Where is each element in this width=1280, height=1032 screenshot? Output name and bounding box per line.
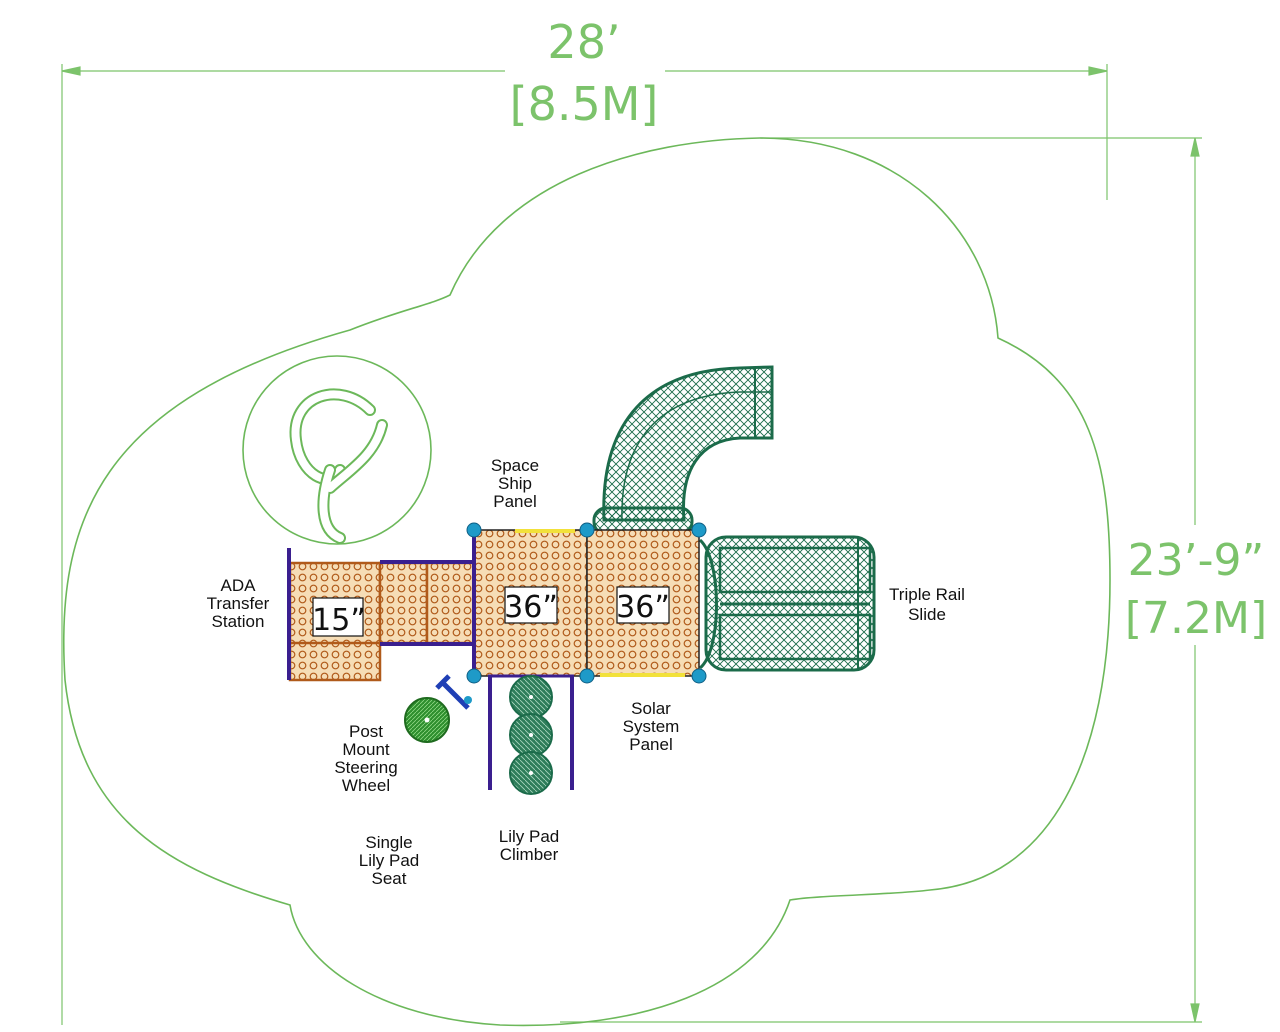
label-line: Wheel	[342, 776, 390, 795]
label-line: Lily Pad	[359, 851, 419, 870]
deck2-height-label: 36”	[616, 590, 670, 625]
label-line: Space	[491, 456, 539, 475]
brand-logo-icon	[242, 355, 432, 545]
label-line: Transfer	[207, 594, 270, 613]
label-line: Seat	[372, 869, 407, 888]
label-line: Mount	[342, 740, 390, 759]
label-line: Slide	[908, 605, 946, 624]
label-line: Single	[365, 833, 412, 852]
width-dimension-label-bg	[505, 20, 665, 130]
label-line: Ship	[498, 474, 532, 493]
label-triple-rail-slide: Triple Rail Slide	[889, 585, 965, 624]
transfer-height-label: 15”	[312, 603, 366, 638]
depth-dimension-label-bg	[1120, 525, 1275, 645]
label-line: Station	[212, 612, 265, 631]
label-space-ship-panel: Space Ship Panel	[491, 456, 539, 511]
label-line: Lily Pad	[499, 827, 559, 846]
label-single-lily-pad-seat: Single Lily Pad Seat	[359, 833, 419, 888]
label-line: System	[623, 717, 680, 736]
label-line: Steering	[334, 758, 397, 777]
label-line: Panel	[493, 492, 536, 511]
label-line: Panel	[629, 735, 672, 754]
deck1-height-label: 36”	[504, 590, 558, 625]
safety-zone-boundary	[62, 137, 1111, 1027]
label-solar-system-panel: Solar System Panel	[623, 699, 680, 754]
width-ft-label: 28’	[547, 15, 620, 69]
triple-rail-slide	[698, 535, 876, 672]
lily-pad-climber	[488, 674, 574, 795]
label-line: ADA	[221, 576, 257, 595]
main-deck-2	[586, 529, 700, 677]
depth-m-label: [7.2M]	[1125, 593, 1267, 644]
label-lily-pad-climber: Lily Pad Climber	[499, 827, 559, 864]
ada-transfer-station	[287, 548, 477, 682]
main-deck-1	[474, 529, 588, 677]
depth-dimension	[560, 137, 1202, 1023]
width-m-label: [8.5M]	[510, 77, 659, 131]
label-ada-transfer-station: ADA Transfer Station	[207, 576, 270, 631]
curved-tube-slide	[592, 365, 774, 536]
label-line: Post	[349, 722, 383, 741]
single-lily-pad-seat	[404, 697, 450, 743]
depth-ft-label: 23’-9”	[1128, 535, 1265, 586]
label-line: Solar	[631, 699, 671, 718]
label-line: Triple Rail	[889, 585, 965, 604]
steering-wheel-icon	[435, 674, 472, 710]
deck-posts	[466, 522, 707, 684]
label-line: Climber	[500, 845, 559, 864]
label-post-mount-steering-wheel: Post Mount Steering Wheel	[334, 722, 397, 795]
